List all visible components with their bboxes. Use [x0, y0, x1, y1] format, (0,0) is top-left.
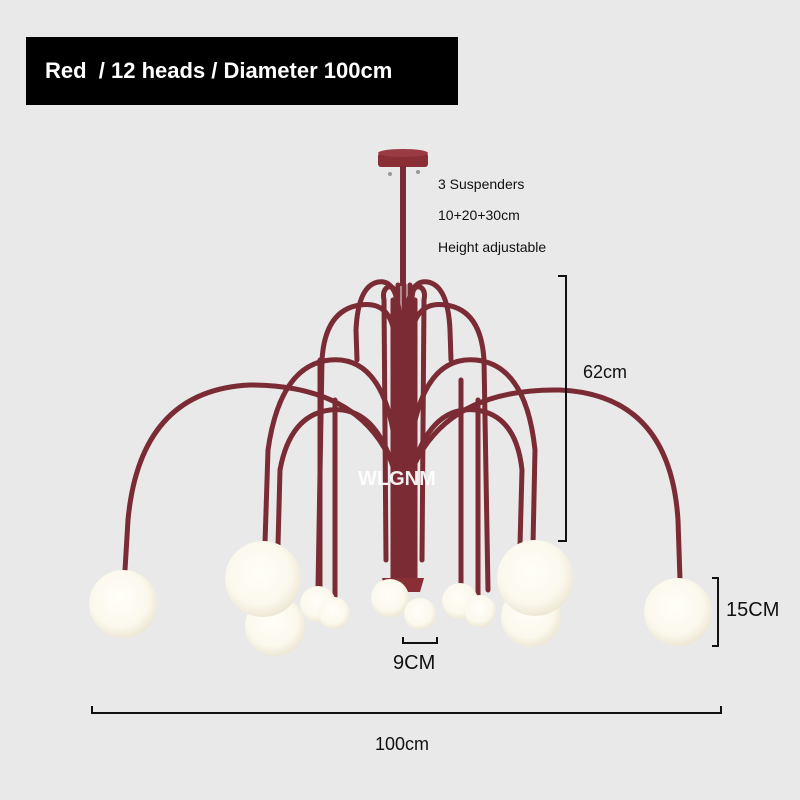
ceiling-canopy [378, 149, 428, 286]
note-suspenders: 3 Suspenders [438, 176, 525, 192]
height-bracket [558, 275, 567, 542]
globe [225, 541, 301, 617]
height-label: 62cm [583, 362, 628, 382]
total-width-label: 100cm [375, 734, 430, 754]
dimension-lines [91, 275, 722, 714]
note-adjustable: Height adjustable [438, 239, 547, 255]
chandelier-arms [122, 279, 683, 603]
globe [371, 579, 409, 617]
banner-title: Red / 12 heads / Diameter 100cm [45, 58, 393, 83]
globe [644, 578, 712, 646]
globe [318, 597, 350, 629]
spacing-bracket [402, 637, 438, 644]
note-lengths: 10+20+30cm [438, 207, 520, 223]
center-spacing-label: 9CM [393, 652, 436, 674]
globe [89, 570, 157, 638]
globe-bracket [712, 577, 719, 647]
width-bracket [91, 706, 722, 714]
title-banner: Red / 12 heads / Diameter 100cm [26, 37, 458, 105]
globe [497, 540, 573, 616]
globe [464, 595, 496, 627]
glass-globes [89, 540, 712, 656]
globe-diameter-label: 15CM [726, 599, 780, 621]
globe [404, 598, 436, 630]
watermark: WLGNM [358, 468, 436, 490]
